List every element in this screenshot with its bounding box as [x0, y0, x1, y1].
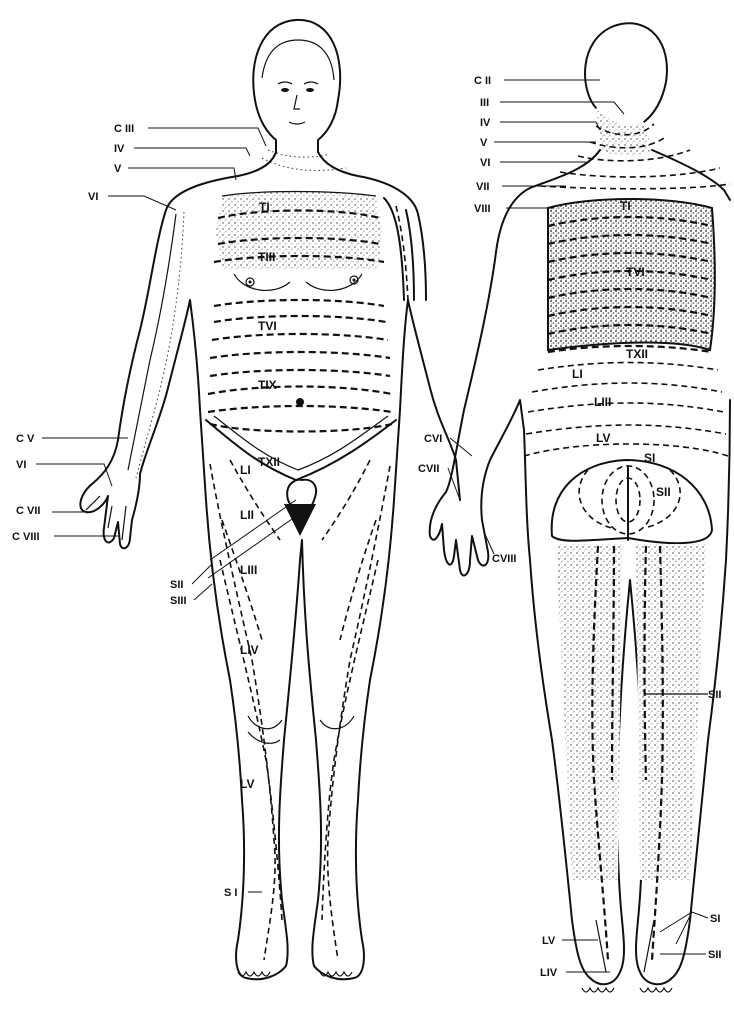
- back-band-s1: SI: [644, 451, 655, 465]
- back-callout-c2: C II: [474, 75, 491, 87]
- front-callout-iv: IV: [114, 143, 125, 155]
- front-callout-c8: C VIII: [12, 531, 40, 543]
- front-band-t9: TIX: [258, 378, 277, 392]
- front-band-l2: LII: [240, 508, 254, 522]
- front-hairline: [262, 40, 334, 80]
- front-band-l5: LV: [240, 777, 254, 791]
- back-callout-viii: VIII: [474, 203, 491, 215]
- back-callout-c7: CVII: [418, 463, 439, 475]
- back-callout-s1-foot: SI: [710, 913, 720, 925]
- front-band-t6: TVI: [258, 319, 277, 333]
- front-callout-s2: SII: [170, 579, 183, 591]
- front-callout-c5: C V: [16, 433, 35, 445]
- back-callout-iii: III: [480, 97, 489, 109]
- back-callout-s2-foot: SII: [708, 949, 721, 961]
- front-band-l3: LIII: [240, 563, 257, 577]
- back-lumbar-bands: [524, 363, 728, 457]
- front-band-labels: TI TIII TVI TIX TXII LI LII LIII LIV LV: [240, 200, 280, 791]
- back-neck-bands: [540, 124, 730, 189]
- front-callout-c7: C VII: [16, 505, 40, 517]
- front-band-t3: TIII: [258, 250, 275, 264]
- front-band-l4: LIV: [240, 643, 259, 657]
- back-band-l5: LV: [596, 431, 610, 445]
- back-callout-vi: VI: [480, 157, 490, 169]
- back-figure: [430, 23, 730, 992]
- front-band-t1: TI: [259, 200, 270, 214]
- front-callout-vi: VI: [88, 191, 98, 203]
- back-band-l3: LIII: [594, 395, 611, 409]
- front-callout-s1: S I: [224, 887, 237, 899]
- back-callout-l5-foot: LV: [542, 935, 556, 947]
- back-band-t12: TXII: [626, 347, 648, 361]
- back-band-s2: SII: [656, 485, 671, 499]
- front-callout-s3: SIII: [170, 595, 187, 607]
- front-callout-c3: C III: [114, 123, 134, 135]
- front-band-l1: LI: [240, 463, 251, 477]
- back-callout-l4-foot: LIV: [540, 967, 558, 979]
- front-band-t12: TXII: [258, 455, 280, 469]
- front-face: [278, 82, 318, 124]
- back-callout-c8: CVIII: [492, 553, 516, 565]
- back-callout-s2-leg: SII: [708, 689, 721, 701]
- back-band-t1: TI: [620, 199, 631, 213]
- back-callout-v: V: [480, 137, 488, 149]
- back-callout-iv: IV: [480, 117, 491, 129]
- back-band-t6: TVI: [626, 265, 645, 279]
- front-callout-vi-arm: VI: [16, 459, 26, 471]
- front-callout-v: V: [114, 163, 122, 175]
- back-callout-vii: VII: [476, 181, 489, 193]
- back-head-outline: [585, 23, 667, 122]
- back-callout-c6: CVI: [424, 433, 442, 445]
- back-band-l1: LI: [572, 367, 583, 381]
- front-figure: [80, 20, 460, 979]
